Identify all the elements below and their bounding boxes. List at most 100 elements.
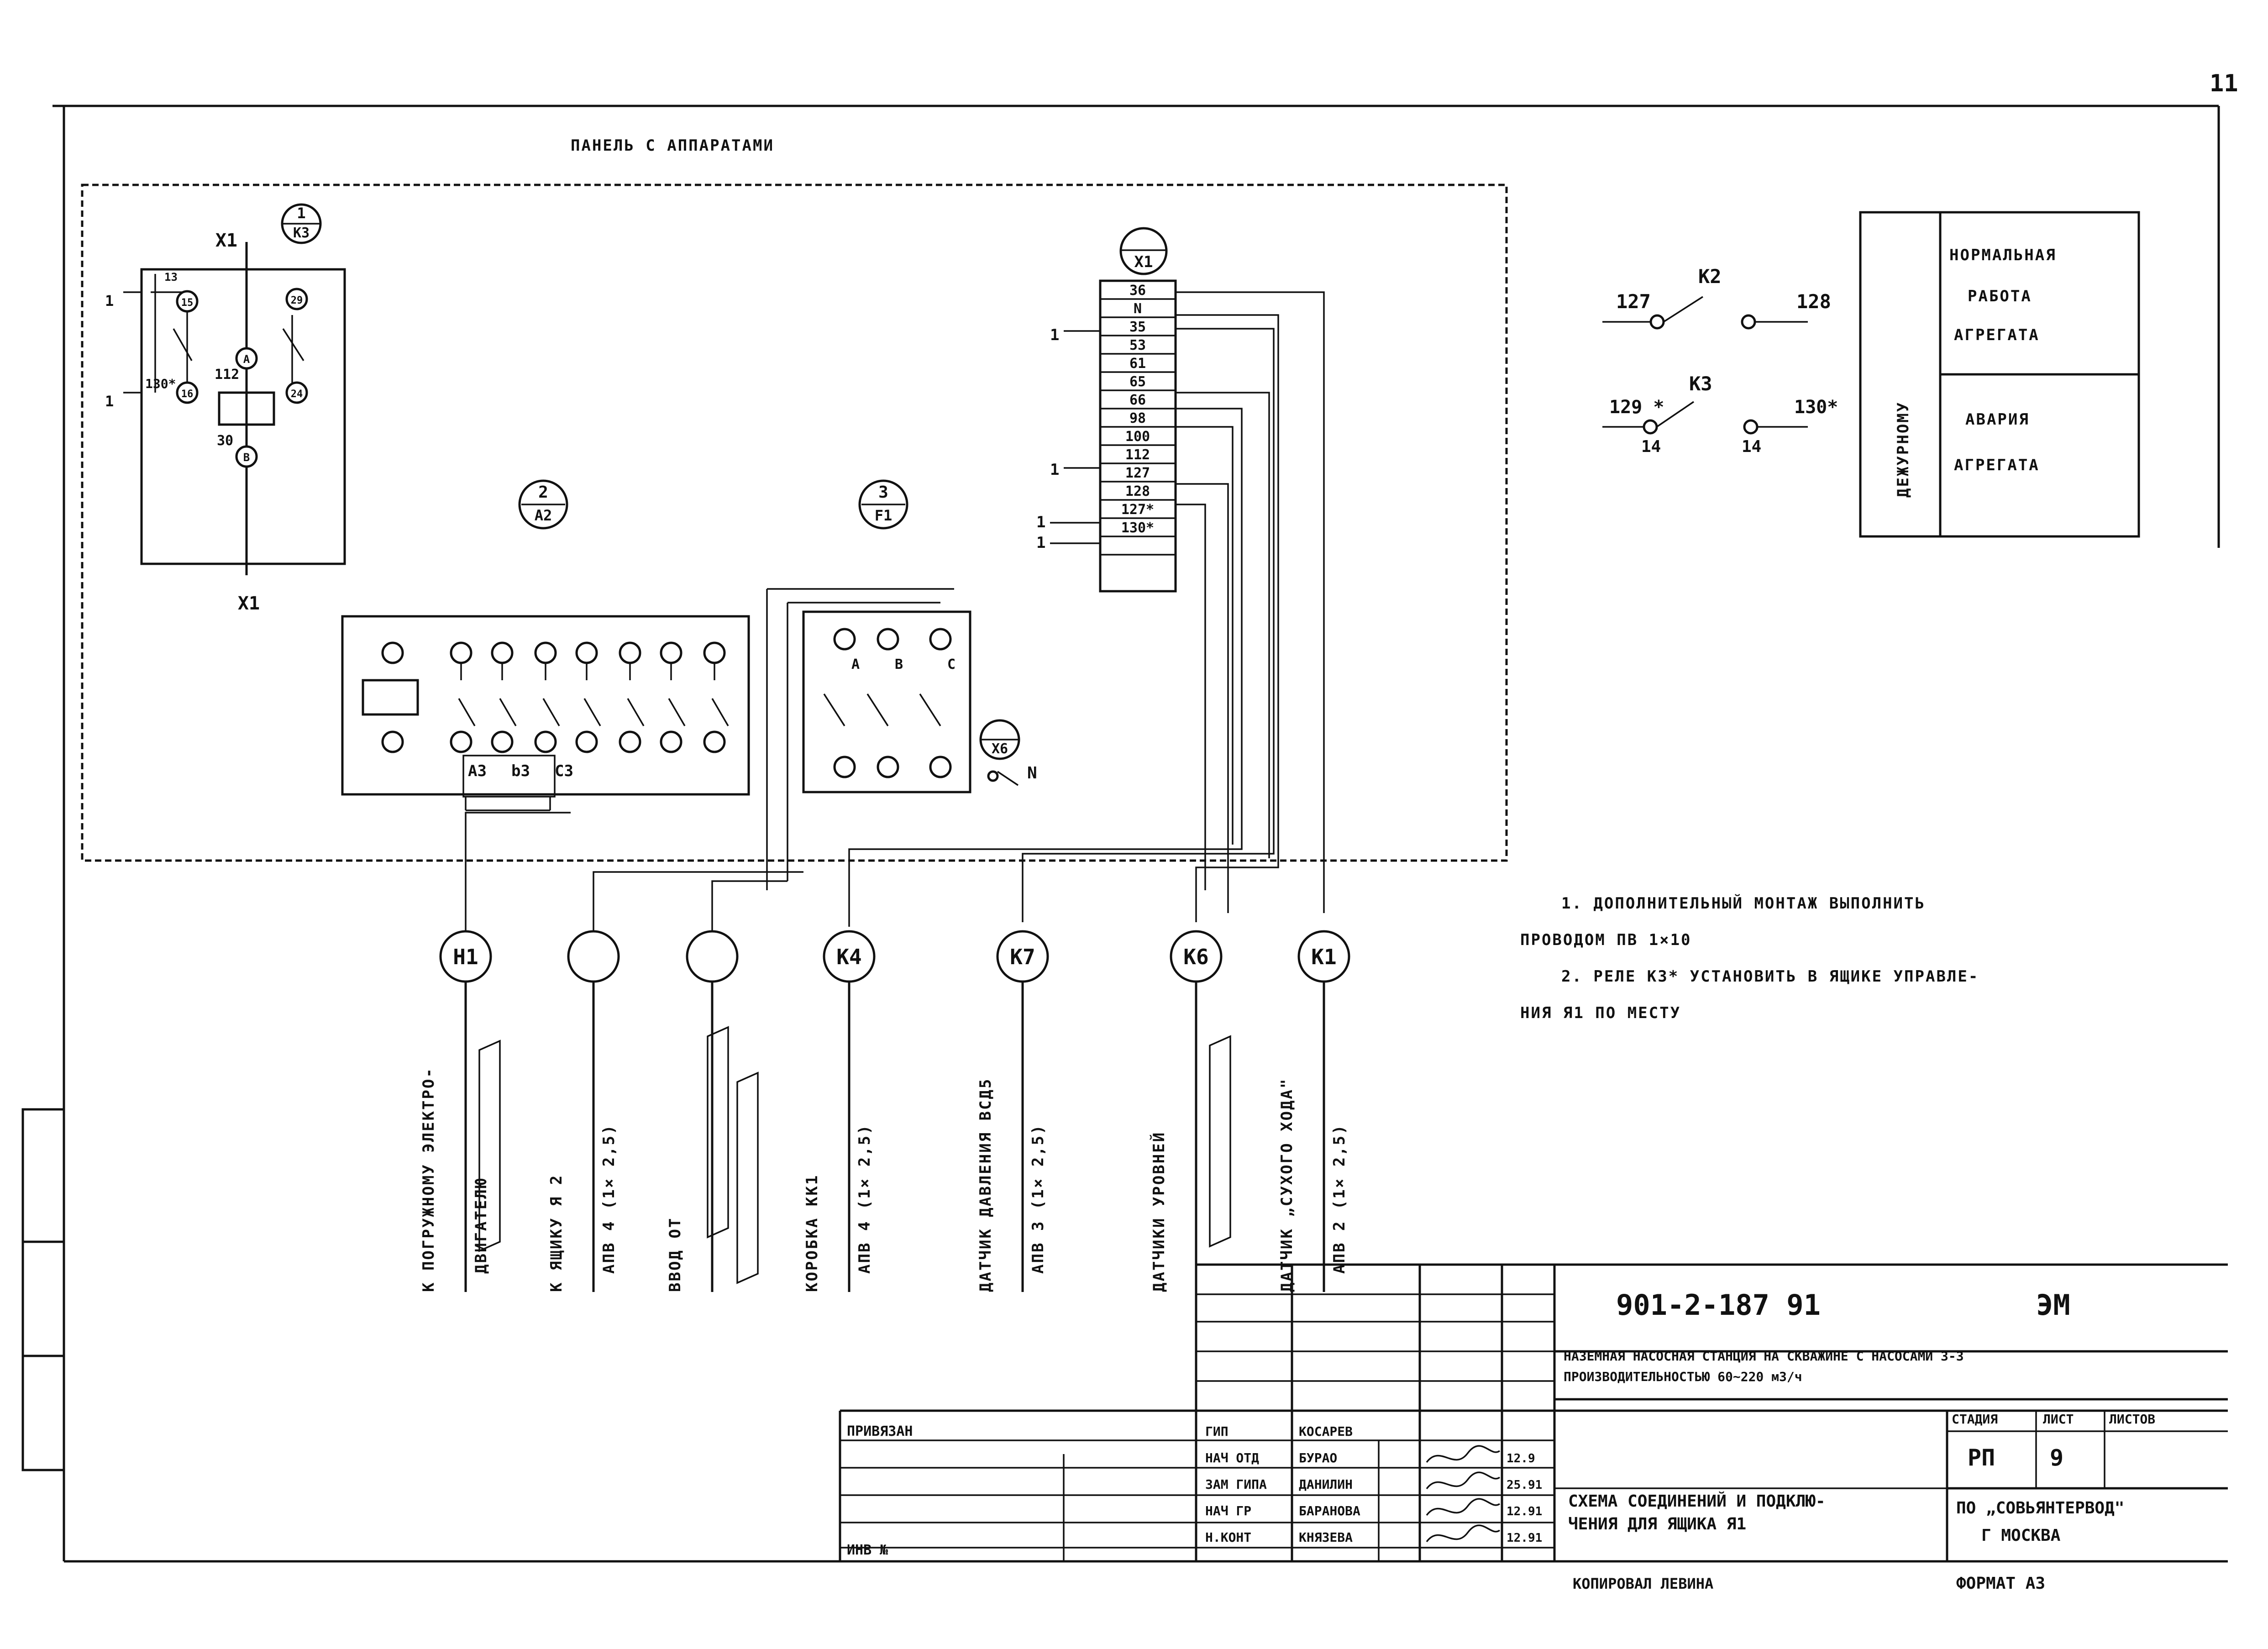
cable-sublabel: АПВ 3 (1× 2,5) (1029, 1124, 1047, 1274)
x1-bottom-label: X1 (238, 593, 260, 614)
label-30: 30 (217, 433, 233, 449)
cable-id: К6 (1183, 945, 1208, 969)
label-1b: 1 (105, 393, 114, 410)
indicator-panel: ДЕЖУРНОМУ НОРМАЛЬНАЯ РАБОТА АГРЕГАТА АВА… (1859, 211, 2140, 538)
cable-id: H1 (453, 945, 478, 969)
org-line-1: ПО „СОВЬЯНТЕРВОД" (1956, 1499, 2124, 1518)
contact-b: В (243, 451, 250, 464)
privyazan: ПРИВЯЗАН (847, 1423, 913, 1439)
breaker-top-terminal (703, 641, 726, 664)
cable-label: КОРОБКА КК1 (803, 1174, 821, 1292)
k2-left: 127 (1616, 290, 1651, 313)
contact-15: 15 (181, 297, 194, 309)
x1-top-label: X1 (215, 230, 237, 251)
terminal-row-label: 66 (1129, 392, 1146, 408)
cable-sublabel: АПВ 4 (1× 2,5) (600, 1124, 618, 1274)
signature (1426, 1471, 1501, 1490)
sheet-title-1: СХЕМА СОЕДИНЕНИЙ И ПОДКЛЮ- (1568, 1491, 1826, 1511)
k3-left: 129 * (1609, 397, 1664, 418)
cable-id: К4 (836, 945, 861, 969)
role-4: НАЧ ГР (1205, 1503, 1251, 1518)
switch-label-a: А (851, 656, 860, 672)
role-3: ЗАМ ГИПА (1205, 1477, 1267, 1492)
label-130: 130* (145, 376, 176, 391)
terminal-row-label: 127 (1125, 465, 1150, 481)
breaker-bottom-terminal (575, 730, 598, 753)
switch-f1: А В С (766, 588, 971, 890)
cable-label: ДАТЧИК ДАВЛЕНИЯ ВСД5 (976, 1078, 995, 1292)
date-5: 12.91 (1507, 1531, 1542, 1545)
marker-2-a2: 2 А2 (518, 479, 568, 530)
k2-right: 128 (1796, 290, 1831, 313)
normal-line-1: НОРМАЛЬНАЯ (1949, 246, 2057, 264)
switch-label-b: В (895, 656, 903, 672)
marker-1-top: 1 (297, 205, 305, 222)
alarm-line-1: АВАРИЯ (1965, 410, 2030, 429)
cable-id: К1 (1311, 945, 1336, 969)
breaker-bottom-terminal (534, 730, 557, 753)
breaker-top-terminal (491, 641, 514, 664)
inv-no: ИНВ № (847, 1542, 888, 1558)
cable-label: К ПОГРУЖНОМУ ЭЛЕКТРО- (420, 1067, 438, 1292)
date-4: 12.91 (1507, 1505, 1542, 1518)
cable-1: H1К ПОГРУЖНОМУ ЭЛЕКТРО-ДВИГАТЕЛЮ (420, 930, 492, 1292)
terminal-row-label: 65 (1129, 374, 1146, 390)
name-1: КОСАРЕВ (1299, 1424, 1353, 1439)
sheet-value: 9 (2050, 1444, 2063, 1471)
alarm-line-2: АГРЕГАТА (1954, 456, 2040, 474)
name-5: КНЯЗЕВА (1299, 1530, 1353, 1545)
cable-sublabel: АПВ 2 (1× 2,5) (1330, 1124, 1349, 1274)
breaker-b3: b3 (511, 762, 530, 780)
note-line-3: 2. РЕЛЕ К3* УСТАНОВИТЬ В ЯЩИКЕ УПРАВЛЕ- (1561, 967, 1979, 986)
k3-right-sub: 14 (1742, 437, 1761, 456)
breaker-top-terminal (450, 641, 472, 664)
breaker-top-terminal (575, 641, 598, 664)
breaker-bottom-terminal (491, 730, 514, 753)
breaker-bottom-terminal (450, 730, 472, 753)
k3-right: 130* (1794, 397, 1838, 418)
contact-k2: К2 127 128 (1602, 265, 1831, 330)
svg-text:3: 3 (878, 483, 888, 502)
terminal-row-label: 36 (1129, 283, 1146, 299)
date-2: 12.9 (1507, 1452, 1535, 1465)
note-line-4: НИЯ Я1 ПО МЕСТУ (1520, 1004, 1681, 1022)
label-13: 13 (164, 271, 178, 284)
name-3: ДАНИЛИН (1299, 1477, 1353, 1492)
lead-1a: 1 (1050, 326, 1059, 344)
sheet-title-2: ЧЕНИЯ ДЛЯ ЯЩИКА Я1 (1568, 1515, 1746, 1533)
label-112: 112 (215, 367, 239, 383)
terminal-row-label: 127* (1121, 502, 1154, 518)
terminal-x6: X6 N (979, 719, 1037, 786)
svg-text:2: 2 (538, 483, 548, 502)
breaker-c3: С3 (555, 762, 573, 780)
name-4: БАРАНОВА (1299, 1503, 1360, 1518)
marker-1-bottom: К3 (293, 225, 310, 241)
role-5: Н.КОНТ (1205, 1530, 1251, 1545)
page-number: 11 (2210, 70, 2238, 97)
k3-left-sub: 14 (1641, 437, 1661, 456)
lead-1c: 1 (1036, 513, 1045, 531)
org-line-2: Г МОСКВА (1981, 1526, 2061, 1545)
role-2: НАЧ ОТД (1205, 1450, 1259, 1465)
breaker-top-terminal (534, 641, 557, 664)
project-line-1: НАЗЕМНАЯ НАСОСНАЯ СТАНЦИЯ НА СКВАЖИНЕ С … (1564, 1349, 1964, 1364)
breaker-top-terminal (660, 641, 682, 664)
copied-by: КОПИРОВАЛ ЛЕВИНА (1573, 1575, 1713, 1592)
cable-label: ВВОД ОТ (666, 1217, 684, 1292)
terminal-row-label: 61 (1129, 356, 1146, 372)
contact-16: 16 (181, 389, 194, 400)
notes: 1. ДОПОЛНИТЕЛЬНЫЙ МОНТАЖ ВЫПОЛНИТЬ ПРОВО… (1520, 894, 1979, 1022)
lead-1d: 1 (1036, 534, 1045, 552)
neutral-label: N (1027, 764, 1037, 782)
stage-header: СТАДИЯ (1952, 1412, 1998, 1427)
terminal-row-label: 53 (1129, 337, 1146, 353)
panel-title: ПАНЕЛЬ С АППАРАТАМИ (571, 137, 774, 155)
svg-text:X6: X6 (992, 741, 1008, 757)
role-1: ГИП (1205, 1424, 1228, 1439)
sheets-header: ЛИСТОВ (2109, 1412, 2155, 1427)
stage-value: РП (1968, 1444, 1995, 1471)
